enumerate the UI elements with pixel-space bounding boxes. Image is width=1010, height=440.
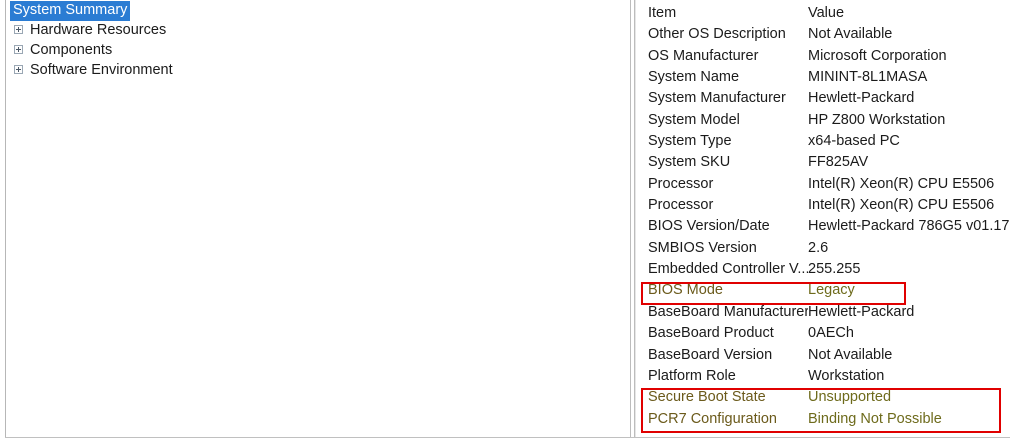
- list-row[interactable]: BaseBoard Product 0AECh: [637, 324, 1010, 345]
- list-cell-value: Microsoft Corporation: [808, 47, 947, 64]
- window-left-border: [5, 0, 6, 437]
- list-cell-value: 2.6: [808, 239, 829, 256]
- list-cell-item: OS Manufacturer: [648, 47, 759, 64]
- list-header-row[interactable]: Item Value: [637, 4, 1010, 25]
- tree-item-label: Software Environment: [30, 62, 173, 78]
- list-cell-item: Processor: [648, 197, 714, 214]
- list-row[interactable]: Processor Intel(R) Xeon(R) CPU E5506: [637, 175, 1010, 196]
- list-cell-item: BaseBoard Manufacturer: [648, 303, 808, 320]
- list-row[interactable]: System SKU FF825AV: [637, 153, 1010, 174]
- splitter-line-left: [630, 0, 631, 437]
- tree-item-label: Components: [30, 42, 113, 58]
- tree-item-label: System Summary: [10, 1, 131, 21]
- list-cell-item: System Model: [648, 111, 740, 128]
- list-cell-value: FF825AV: [808, 154, 869, 171]
- list-cell-item: BaseBoard Version: [648, 346, 773, 363]
- list-cell-item: Other OS Description: [648, 26, 786, 43]
- tree-item-components[interactable]: Components: [6, 40, 626, 60]
- list-cell-value: Not Available: [808, 26, 893, 43]
- list-row[interactable]: Platform Role Workstation: [637, 367, 1010, 388]
- list-cell-item: System Type: [648, 133, 732, 150]
- list-cell-value: Hewlett-Packard: [808, 303, 915, 320]
- list-cell-value: HP Z800 Workstation: [808, 111, 946, 128]
- list-cell-item: System SKU: [648, 154, 731, 171]
- expand-plus-icon[interactable]: [14, 25, 23, 34]
- tree-item-label: Hardware Resources: [30, 22, 167, 38]
- expand-plus-icon[interactable]: [14, 45, 23, 54]
- list-cell-value: Workstation: [808, 367, 885, 384]
- list-row[interactable]: Embedded Controller V...255.255: [637, 260, 1010, 281]
- list-cell-item: Secure Boot State: [648, 389, 766, 406]
- list-cell-item: Processor: [648, 175, 714, 192]
- list-cell-value: Intel(R) Xeon(R) CPU E5506: [808, 175, 995, 192]
- list-cell-item: BIOS Mode: [648, 282, 723, 299]
- tree-item-software-environment[interactable]: Software Environment: [6, 60, 626, 80]
- list-cell-item: PCR7 Configuration: [648, 410, 777, 427]
- list-row[interactable]: Processor Intel(R) Xeon(R) CPU E5506: [637, 196, 1010, 217]
- list-cell-item: SMBIOS Version: [648, 239, 757, 256]
- list-cell-item: Platform Role: [648, 367, 736, 384]
- list-row[interactable]: System Model HP Z800 Workstation: [637, 111, 1010, 132]
- tree-item-hardware-resources[interactable]: Hardware Resources: [6, 20, 626, 40]
- list-cell-value: MININT-8L1MASA: [808, 69, 928, 86]
- window-bottom-border: [5, 437, 1010, 438]
- expand-plus-icon[interactable]: [14, 65, 23, 74]
- list-cell-value: Intel(R) Xeon(R) CPU E5506: [808, 197, 995, 214]
- list-cell-value: Unsupported: [808, 389, 892, 406]
- list-cell-value: 255.255: [808, 261, 861, 278]
- list-row[interactable]: OS Manufacturer Microsoft Corporation: [637, 47, 1010, 68]
- list-row[interactable]: Secure Boot State Unsupported: [637, 388, 1010, 409]
- list-cell-item: BIOS Version/Date: [648, 218, 770, 235]
- list-row[interactable]: BIOS Mode Legacy: [637, 281, 1010, 302]
- list-row[interactable]: BIOS Version/Date Hewlett-Packard 786G5 v…: [637, 217, 1010, 238]
- tree-item-system-summary[interactable]: System Summary: [6, 0, 626, 21]
- list-row[interactable]: SMBIOS Version 2.6: [637, 239, 1010, 260]
- pane-splitter[interactable]: [629, 0, 637, 437]
- list-cell-item: System Manufacturer: [648, 90, 786, 107]
- list-cell-value: Hewlett-Packard: [808, 90, 915, 107]
- list-cell-value: Legacy: [808, 282, 855, 299]
- list-cell-value: Binding Not Possible: [808, 410, 942, 427]
- list-cell-item: System Name: [648, 69, 740, 86]
- list-row[interactable]: PCR7 Configuration Binding Not Possible: [637, 410, 1010, 431]
- navigation-tree[interactable]: System Summary Hardware Resources Compon…: [6, 0, 626, 437]
- column-header-item[interactable]: Item: [648, 5, 677, 21]
- splitter-line-shadow: [635, 0, 636, 437]
- list-cell-value: x64-based PC: [808, 133, 900, 150]
- list-row[interactable]: BaseBoard Version Not Available: [637, 346, 1010, 367]
- list-cell-item: Embedded Controller V...: [648, 261, 808, 278]
- splitter-line-right: [634, 0, 635, 437]
- list-cell-value: Not Available: [808, 346, 893, 363]
- column-header-value[interactable]: Value: [808, 5, 845, 21]
- list-cell-item: BaseBoard Product: [648, 325, 774, 342]
- list-row[interactable]: System Manufacturer Hewlett-Packard: [637, 89, 1010, 110]
- list-cell-value: Hewlett-Packard 786G5 v01.17, 8/: [808, 218, 1010, 235]
- list-row[interactable]: Other OS Description Not Available: [637, 25, 1010, 46]
- list-cell-value: 0AECh: [808, 325, 854, 342]
- list-row[interactable]: System Name MININT-8L1MASA: [637, 68, 1010, 89]
- list-row[interactable]: System Type x64-based PC: [637, 132, 1010, 153]
